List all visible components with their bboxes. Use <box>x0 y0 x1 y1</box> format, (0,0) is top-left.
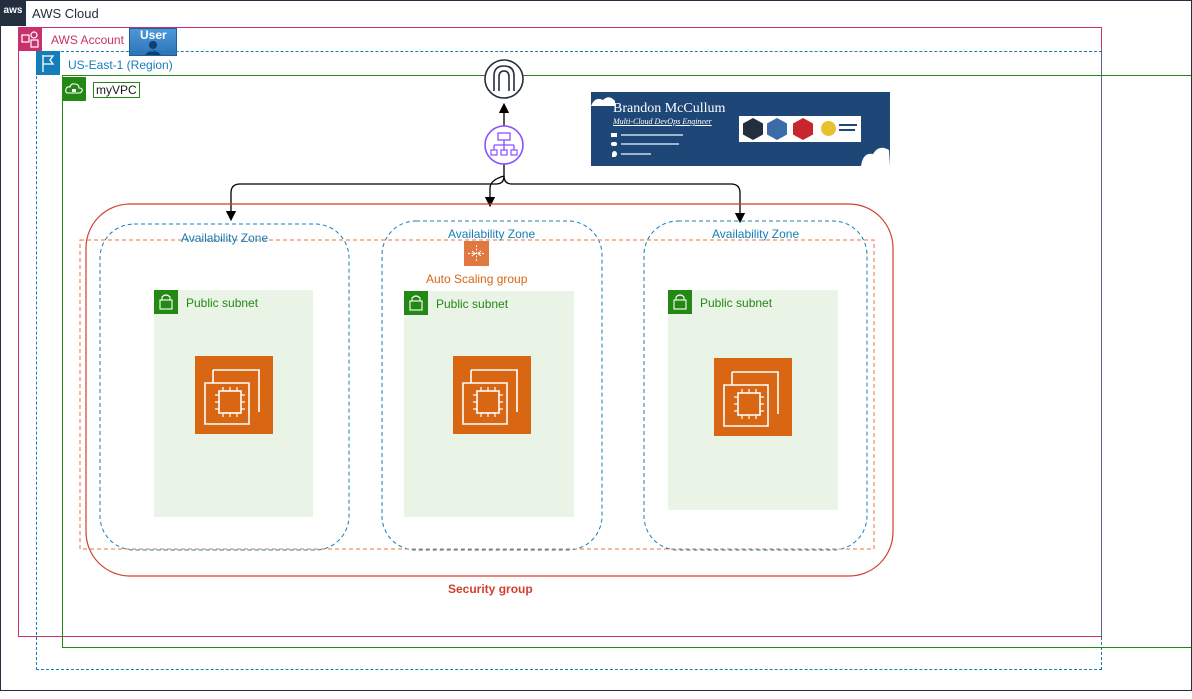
security-group-label: Security group <box>448 582 533 596</box>
vpc-label: myVPC <box>93 82 140 98</box>
internet-gateway-icon[interactable] <box>484 59 524 99</box>
vpc-boundary <box>62 75 1191 648</box>
aws-account-label: AWS Account <box>51 33 124 47</box>
banner-location-icon <box>612 151 617 157</box>
aws-cloud-label: AWS Cloud <box>32 6 99 21</box>
auto-scaling-group-boundary <box>79 239 875 550</box>
availability-zone-2 <box>381 220 603 551</box>
banner-contact-line <box>621 143 679 145</box>
banner-cloud-decoration <box>591 97 890 166</box>
banner-title: Multi-Cloud DevOps Engineer <box>613 117 712 126</box>
ec2-instance-icon[interactable] <box>714 358 792 436</box>
ec2-instance-icon[interactable] <box>195 356 273 434</box>
aws-logo-text: aws <box>3 5 23 16</box>
banner-name: Brandon McCullum <box>613 101 726 116</box>
banner-email-icon <box>611 133 617 137</box>
cloud-lock-icon <box>62 77 86 101</box>
banner-contact-line <box>621 153 651 155</box>
banner-link-icon <box>611 142 617 146</box>
certification-badge-icon <box>793 118 813 140</box>
availability-zone-label: Availability Zone <box>712 227 800 241</box>
flag-icon <box>36 51 60 75</box>
lb-to-az3-arrow <box>503 175 746 224</box>
load-balancer-icon[interactable] <box>484 125 524 165</box>
availability-zone-3 <box>643 220 868 551</box>
auto-scaling-group-label: Auto Scaling group <box>426 272 528 286</box>
lock-icon <box>404 291 428 315</box>
lb-to-az1-arrow <box>225 163 505 222</box>
availability-zone-label: Availability Zone <box>181 231 269 245</box>
banner-certification-strip <box>739 116 861 142</box>
certification-text-line <box>839 129 855 131</box>
security-group-boundary <box>85 203 894 577</box>
ec2-instance-icon[interactable] <box>453 356 531 434</box>
region-boundary <box>36 51 1102 670</box>
account-icon <box>18 27 42 51</box>
certification-badge-icon <box>821 121 836 136</box>
aws-logo-badge: aws <box>0 0 26 26</box>
lock-icon <box>154 290 178 314</box>
certification-badge-icon <box>767 118 787 140</box>
region-label: US-East-1 (Region) <box>68 58 173 72</box>
user-label: User <box>140 28 167 42</box>
certification-badge-icon <box>743 118 763 140</box>
auto-scaling-icon <box>464 241 489 266</box>
availability-zone-label: Availability Zone <box>448 227 536 241</box>
profile-banner: Brandon McCullum Multi-Cloud DevOps Engi… <box>591 92 890 166</box>
public-subnet-label: Public subnet <box>436 297 509 311</box>
public-subnet-label: Public subnet <box>186 296 259 310</box>
public-subnet-label: Public subnet <box>700 296 773 310</box>
certification-text-line <box>839 124 857 126</box>
banner-contact-line <box>621 134 683 136</box>
lb-to-az2-arrow <box>484 175 505 208</box>
lock-icon <box>668 290 692 314</box>
